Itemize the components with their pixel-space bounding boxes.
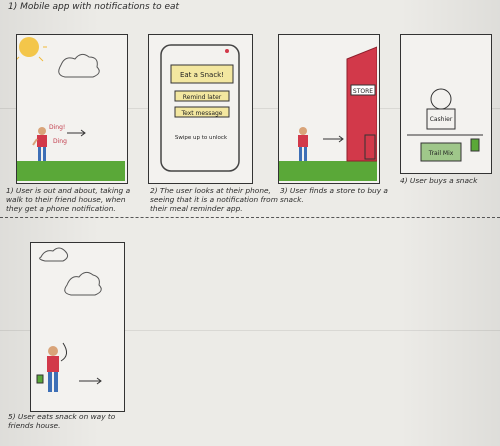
notification-text: Eat a Snack! [180, 71, 224, 79]
person-icon [298, 127, 308, 161]
panel-2-drawing: Eat a Snack! Remind later Text message S… [160, 44, 240, 172]
arrow-right-icon [96, 377, 102, 385]
panel-3-caption: 3) User finds a store to buy a snack. [280, 186, 388, 204]
trail-mix-package-icon [420, 142, 462, 162]
cloud-icon [64, 271, 102, 296]
panel-2-caption: 2) The user looks at their phone, seeing… [150, 186, 278, 213]
panel-1-drawing: Ding! Ding [14, 31, 125, 181]
panel-1-caption: 1) User is out and about, taking a walk … [6, 186, 131, 213]
sun-icon [19, 37, 39, 57]
panel-4-caption: 4) User buys a snack [400, 176, 478, 185]
grass-strip [279, 161, 377, 181]
grass-strip [17, 161, 125, 181]
cloud-icon [39, 247, 69, 262]
notification-box [170, 64, 234, 84]
text-message-button [174, 106, 230, 118]
cashier-icon [426, 88, 456, 130]
store-building-icon [346, 46, 378, 162]
panel-3: STORE [278, 34, 380, 184]
cashier-label: Cashier [430, 116, 453, 123]
store-sign-label: STORE [353, 88, 373, 95]
person-eating-icon [36, 342, 67, 392]
row-divider [0, 217, 500, 218]
ding-label-1: Ding! [49, 124, 65, 131]
trail-mix-label: Trail Mix [428, 150, 454, 157]
store-door-icon [364, 134, 376, 160]
swipe-up-label: Swipe up to unlock [175, 135, 228, 141]
panel-4-drawing: Cashier Trail Mix [407, 88, 483, 162]
cloud-icon [58, 53, 100, 78]
text-message-label: Text message [180, 110, 222, 117]
remind-later-button [174, 90, 230, 102]
phone-outline-icon [160, 44, 240, 172]
ding-label-2: Ding [53, 138, 67, 145]
panel-2: Eat a Snack! Remind later Text message S… [148, 34, 253, 184]
storyboard-title: 1) Mobile app with notifications to eat [8, 2, 180, 12]
curved-arrow-icon [60, 342, 67, 362]
snack-bag-icon [36, 374, 44, 384]
store-sign [350, 84, 376, 96]
remind-later-label: Remind later [183, 94, 222, 101]
bottle-icon [470, 138, 480, 152]
panel-5 [30, 242, 125, 412]
panel-5-caption: 5) User eats snack on way to friends hou… [8, 412, 116, 430]
notification-dot-icon [225, 49, 229, 53]
arrow-right-icon [80, 129, 86, 137]
panel-4: Cashier Trail Mix [400, 34, 492, 174]
panel-1: Ding! Ding [14, 31, 128, 184]
panel-5-drawing [36, 247, 102, 392]
person-icon [32, 127, 47, 161]
panel-3-drawing: STORE [279, 46, 378, 181]
arrow-right-icon [338, 135, 344, 143]
fold-line [0, 330, 500, 331]
